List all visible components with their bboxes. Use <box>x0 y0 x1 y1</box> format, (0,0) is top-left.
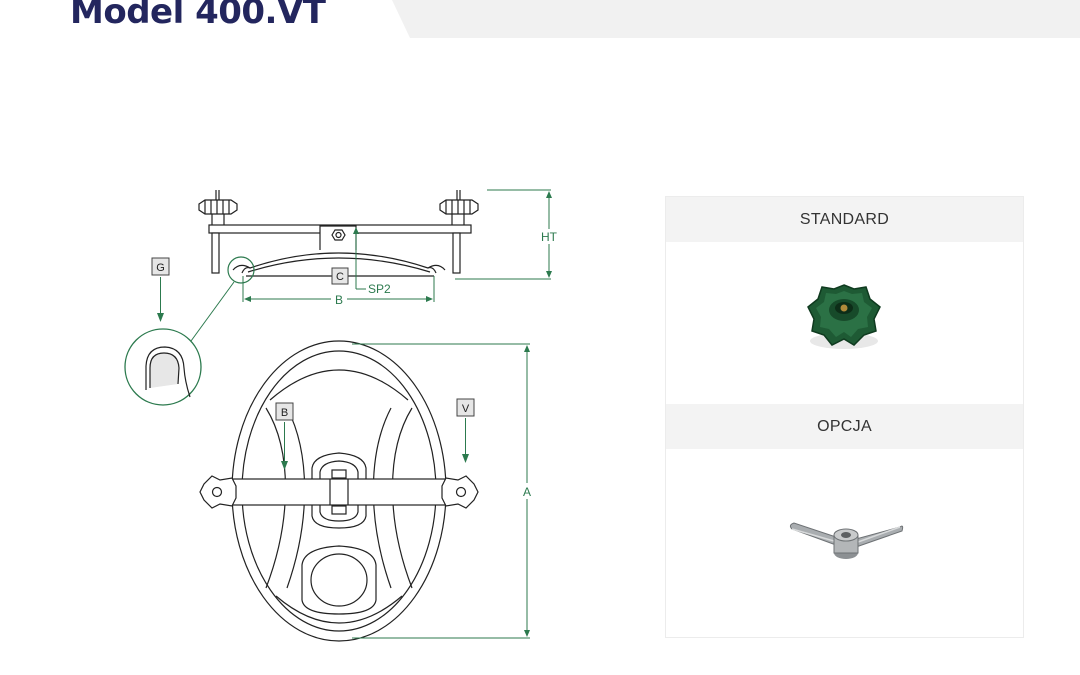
technical-drawing: HT C SP2 B G <box>124 189 562 642</box>
b-label-bg <box>331 292 347 306</box>
standard-header: STANDARD <box>666 197 1023 242</box>
callout-c: C <box>331 267 349 285</box>
callout-c-label: C <box>336 271 344 283</box>
top-view <box>199 340 479 642</box>
b-side-label: B <box>335 293 343 307</box>
page-title: Model 400.VT <box>70 0 326 32</box>
side-right-knob <box>439 190 479 225</box>
side-view <box>198 190 479 277</box>
ht-label-bg <box>536 229 562 244</box>
callout-v-label: V <box>462 403 470 415</box>
callout-g-label: G <box>156 262 165 274</box>
callout-b: B <box>275 402 294 470</box>
dimension-ht <box>455 189 552 280</box>
knob-options-panel: STANDARD OPCJA <box>665 196 1024 638</box>
option-wingnut-image <box>789 522 904 559</box>
a-label: A <box>523 485 531 499</box>
callout-v: V <box>456 398 475 463</box>
ht-label: HT <box>541 230 558 244</box>
sp2-label: SP2 <box>368 282 391 296</box>
callout-b-label: B <box>281 407 288 419</box>
callout-g: G <box>151 257 170 322</box>
standard-knob-image <box>807 284 881 349</box>
side-left-knob <box>198 190 238 225</box>
header-band <box>392 0 1080 38</box>
option-header: OPCJA <box>666 404 1023 449</box>
detail-g <box>124 256 255 406</box>
a-label-bg <box>520 483 534 499</box>
dimension-sp2 <box>353 227 366 290</box>
